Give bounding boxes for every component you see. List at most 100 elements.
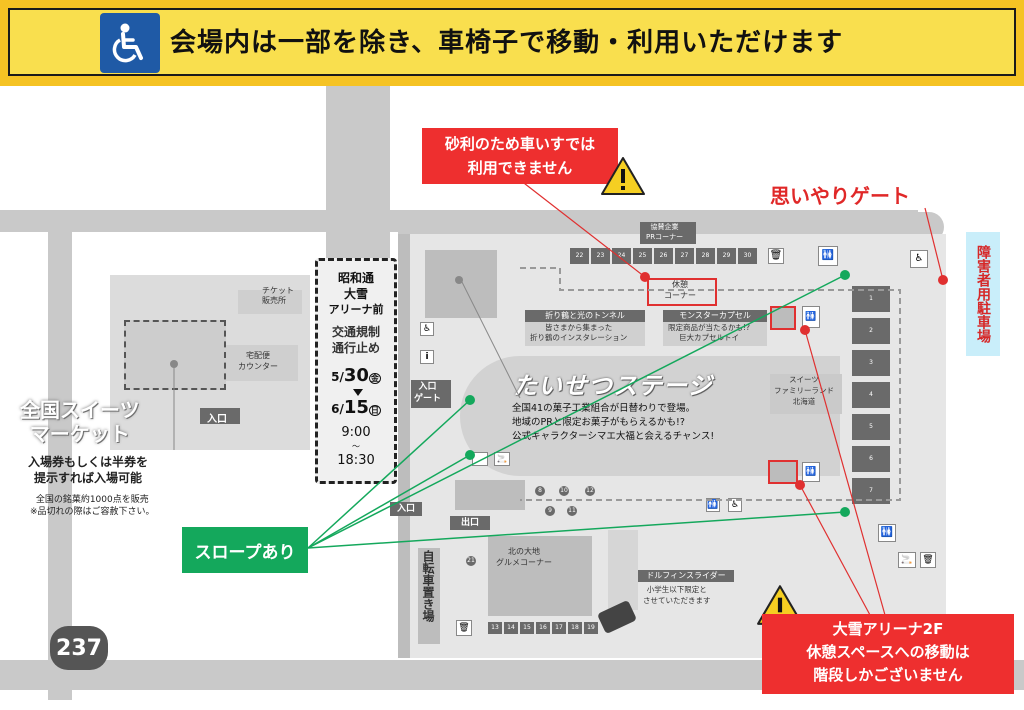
gravel-pointer (519, 179, 646, 278)
gate-label: 思いやりゲート (770, 184, 910, 208)
ticket-label: チケット 販売所 (262, 286, 294, 305)
rest-corner (647, 278, 717, 306)
pr-corner (640, 222, 696, 244)
restroom-icon: 🚻 (818, 246, 838, 266)
closure-end-month: 6/ (331, 402, 344, 416)
middle-block (455, 480, 525, 510)
ramp-line-3 (307, 511, 846, 549)
ramp-point-4 (465, 450, 475, 460)
smoking-area-icon: 🚬 (494, 452, 510, 466)
booth-30: 30 (738, 248, 757, 264)
closure-time-end: 18:30 (337, 453, 375, 468)
delivery-label: 宅配便 カウンター (238, 351, 278, 371)
gourmet-label: 北の大地 グルメコーナー (496, 547, 552, 567)
sweets-entry-condition: 入場券もしくは半券を 提示すれば入場可能 (28, 454, 148, 486)
gate-pointer (924, 207, 944, 281)
booth-4: 4 (852, 382, 890, 408)
wheelchair-icon-middle: ♿ (728, 498, 742, 512)
bottom-booths: 13 14 15 16 17 18 19 (488, 622, 600, 634)
rest-corner-label: 休憩 コーナー (664, 280, 696, 300)
ramp-point-1 (840, 270, 850, 280)
booth-8: 8 (535, 486, 545, 496)
block-northwest (425, 250, 497, 318)
closure-line5: 通行止め (331, 341, 380, 355)
ramp-point-2 (465, 395, 475, 405)
second-floor-line2: 休憩スペースへの移動は (806, 643, 970, 661)
ramp-line-4 (307, 454, 471, 549)
booth-16: 16 (536, 622, 550, 634)
restroom-icon-middle: 🚻 (706, 498, 720, 512)
booth-29: 29 (717, 248, 736, 264)
booth-11: 11 (567, 506, 577, 516)
second-floor-warning: 大雪アリーナ2F 休憩スペースへの移動は 階段しかございません (762, 614, 1014, 694)
closure-start-day: 30 (343, 365, 369, 386)
road-west (48, 210, 72, 700)
dolphin-title: ドルフィンスライダー (638, 570, 734, 582)
banner-text: 会場内は一部を除き、車椅子で移動・利用いただけます (170, 28, 844, 58)
booth-26: 26 (654, 248, 673, 264)
stage-pin-line (459, 277, 521, 399)
dolphin-description: 小学生以下限定と させていただきます (643, 585, 711, 605)
market-hall-outline (124, 320, 226, 390)
closure-line1: 昭和通 (337, 271, 374, 285)
entrance-gate-label: 入口 ゲート (414, 382, 442, 404)
exit-label: 出口 (450, 516, 490, 530)
stage-desc-line3: 公式キャラクターシマエ大福と会えるチャンス! (512, 431, 715, 442)
stairs-south-pointer (799, 484, 871, 616)
sweets-note-line2: ※品切れの際はご容赦下さい。 (30, 507, 155, 517)
sweets-title-line1: 全国スイーツ (20, 398, 140, 422)
booth-23: 23 (591, 248, 610, 264)
info-icon: i (420, 350, 434, 364)
closure-end-weekday: 日 (368, 405, 381, 416)
booth-6: 6 (852, 446, 890, 472)
trash-icon-east: 🗑 (920, 552, 936, 568)
ticket-booth (238, 290, 302, 314)
booth-2: 2 (852, 318, 890, 344)
booth-18: 18 (568, 622, 582, 634)
ramp-point-3 (840, 507, 850, 517)
wheelchair-icon-west: ♿ (420, 322, 434, 336)
booth-21: 21 (466, 556, 476, 566)
trash-icon-south: 🗑 (456, 620, 472, 636)
closure-line2: 大雪 (343, 287, 368, 301)
wheelchair-icon (100, 13, 160, 73)
booth-9: 9 (545, 506, 555, 516)
road-horizontal-west (0, 210, 398, 232)
gourmet-corner (488, 536, 592, 616)
trash-icon: 🗑 (768, 248, 784, 264)
stage-desc-line1: 全国41の菓子工業組合が日替わりで登場。 (512, 403, 696, 414)
entrance-gate (411, 380, 451, 408)
closure-time-start: 9:00 (341, 425, 371, 440)
booth-14: 14 (504, 622, 518, 634)
tunnel-description: 皆さまから集まった 折り鶴のインスタレーション (530, 323, 628, 342)
closure-line4: 交通規制 (331, 325, 380, 339)
closure-start-month: 5/ (331, 370, 344, 384)
capsule-description: 限定商品が当たるかも!? 巨大カプセルトイ (668, 323, 750, 342)
booth-27: 27 (675, 248, 694, 264)
sweets-title-line2: マーケット (29, 422, 130, 446)
booth-15: 15 (520, 622, 534, 634)
west-entrance: 入口 (390, 502, 422, 516)
gravel-point (640, 272, 650, 282)
gravel-line2: 利用できません (467, 159, 573, 177)
stairs-north-pointer (804, 329, 886, 616)
sweets-family-land (770, 374, 842, 414)
stairs-north-point (800, 325, 810, 335)
banner-frame (8, 8, 1016, 76)
gravel-warning: 砂利のため車いすでは 利用できません (422, 128, 618, 184)
closure-line3: アリーナ前 (328, 303, 384, 316)
capsule-title: モンスターカプセル (663, 310, 767, 322)
bike-parking-label: 自転車置き場 (421, 550, 435, 622)
ramp-line-1 (307, 274, 846, 549)
delivery-counter (226, 345, 298, 381)
closure-arrow (353, 389, 363, 396)
stage-pin (455, 276, 463, 284)
market-entrance-label: 入口 (207, 414, 227, 425)
stage-title: たいせつステージ (513, 372, 713, 400)
market-entrance (200, 408, 240, 424)
stairs-north-icon (770, 306, 796, 330)
booth-12: 12 (585, 486, 595, 496)
stairs-south-point (795, 480, 805, 490)
